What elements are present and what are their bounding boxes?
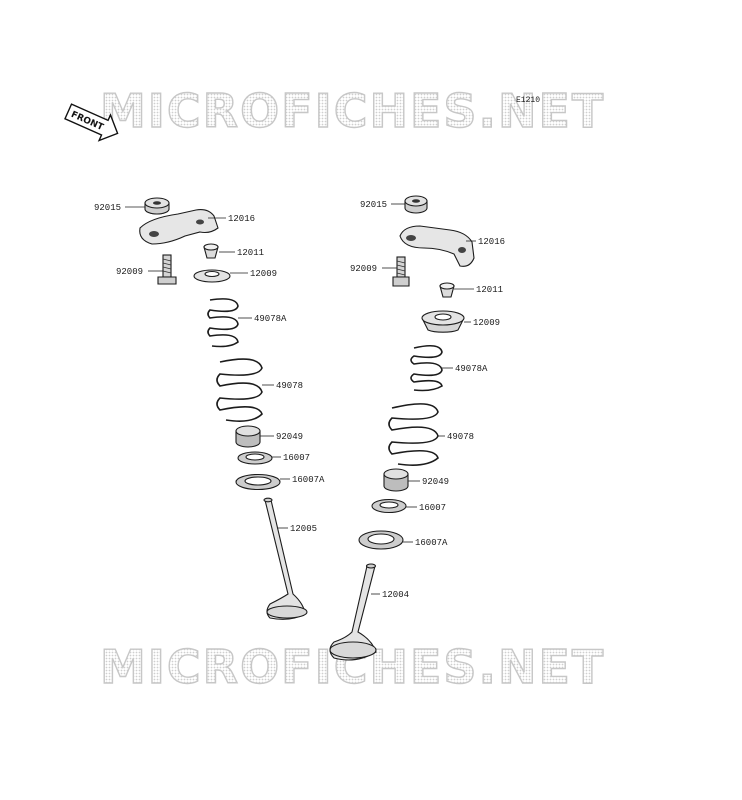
left-collet-12011: [203, 243, 219, 259]
left-valve-seal-92049: [235, 425, 261, 448]
label-left-12016: 12016: [228, 214, 255, 224]
diagram-code: E1210: [516, 96, 540, 105]
right-outer-spring-49078: [388, 403, 439, 466]
label-left-49078A: 49078A: [254, 314, 287, 324]
label-left-12011: 12011: [237, 248, 264, 258]
label-left-49078: 49078: [276, 381, 303, 391]
label-left-16007: 16007: [283, 453, 310, 463]
label-right-92015: 92015: [360, 200, 387, 210]
right-inner-spring-49078A: [410, 344, 443, 392]
right-locknut-92015: [404, 195, 428, 214]
right-collet-12011: [439, 282, 455, 298]
label-left-92009: 92009: [116, 267, 143, 277]
left-exhaust-valve-12005: [263, 497, 308, 620]
left-adjust-screw-92009: [157, 254, 177, 285]
label-left-92015: 92015: [94, 203, 121, 213]
left-rocker-arm-12016: [139, 209, 219, 245]
left-spring-seat-16007A: [235, 473, 281, 491]
left-locknut-92015: [144, 197, 170, 215]
label-left-12005: 12005: [290, 524, 317, 534]
label-left-12009: 12009: [250, 269, 277, 279]
label-right-12009: 12009: [473, 318, 500, 328]
left-outer-spring-49078: [216, 358, 263, 422]
label-left-92049: 92049: [276, 432, 303, 442]
right-intake-valve-12004: [329, 563, 377, 661]
left-retainer-12009: [193, 269, 231, 283]
label-right-12016: 12016: [478, 237, 505, 247]
label-right-12011: 12011: [476, 285, 503, 295]
label-right-16007A: 16007A: [415, 538, 448, 548]
right-retainer-12009: [421, 310, 465, 333]
watermark-top: MICROFICHES.NET: [100, 84, 605, 138]
left-inner-spring-49078A: [207, 298, 239, 348]
right-adjust-screw-92009: [392, 256, 410, 287]
label-right-92049: 92049: [422, 477, 449, 487]
left-spring-seat-16007: [237, 451, 273, 465]
label-left-16007A: 16007A: [292, 475, 325, 485]
label-right-49078A: 49078A: [455, 364, 488, 374]
label-right-12004: 12004: [382, 590, 409, 600]
right-rocker-arm-12016: [399, 225, 475, 267]
right-spring-seat-16007A: [358, 530, 404, 550]
right-valve-seal-92049: [383, 468, 409, 492]
label-right-92009: 92009: [350, 264, 377, 274]
right-spring-seat-16007: [371, 498, 407, 514]
label-right-16007: 16007: [419, 503, 446, 513]
label-right-49078: 49078: [447, 432, 474, 442]
